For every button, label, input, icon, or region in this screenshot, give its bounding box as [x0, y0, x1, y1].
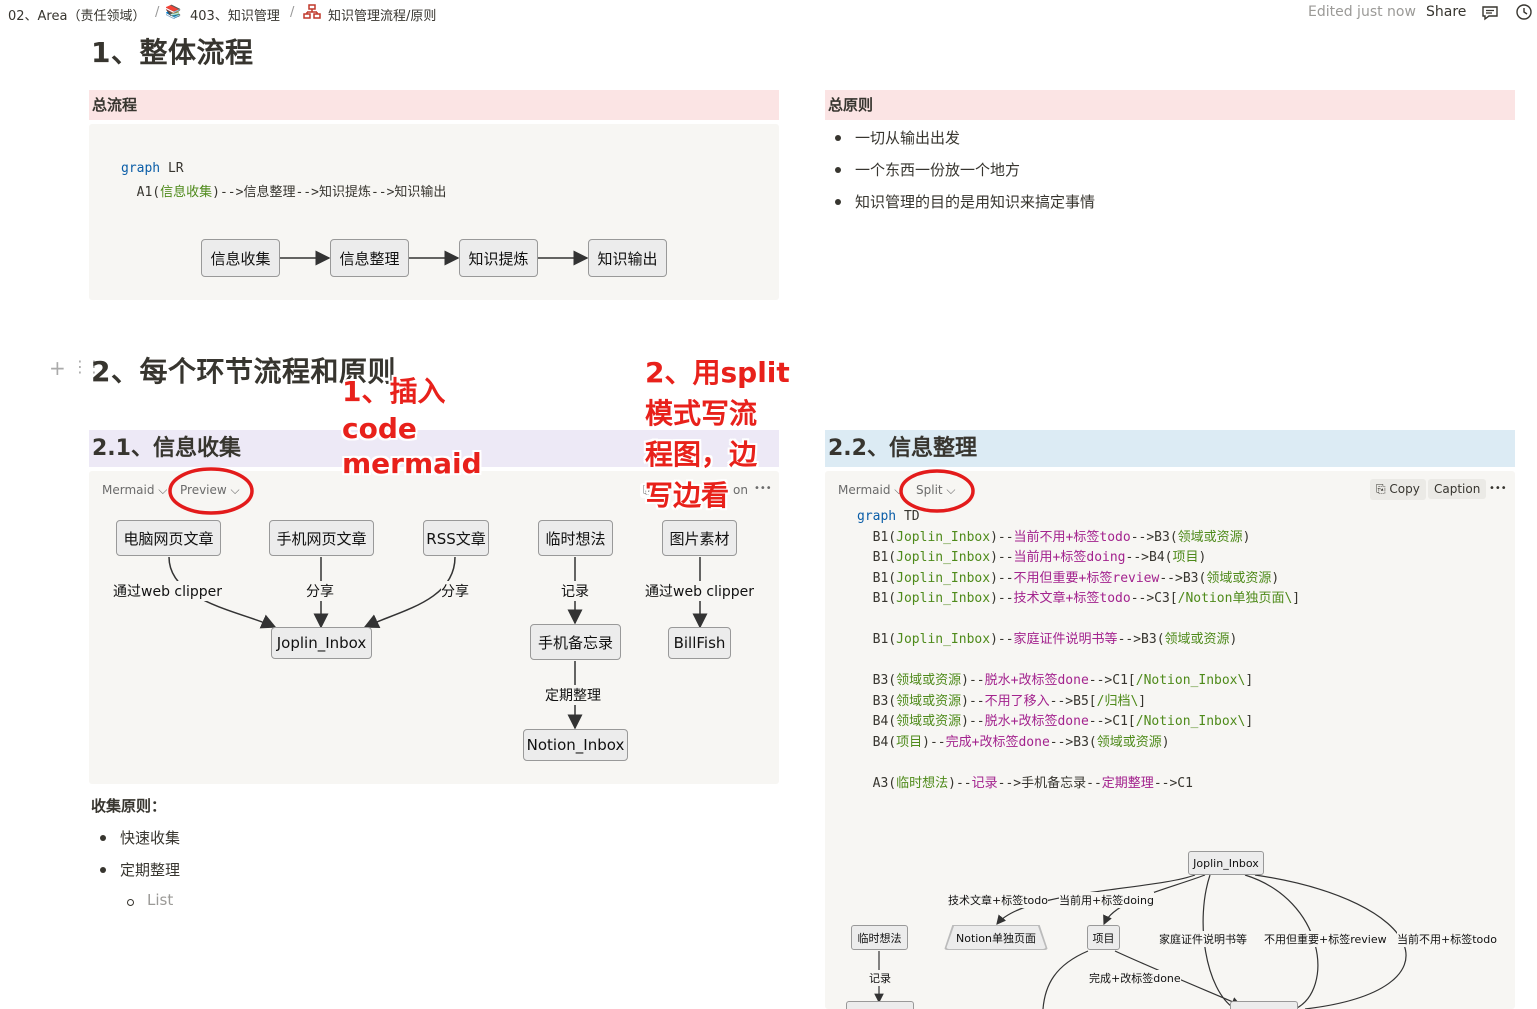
add-block-icon[interactable]: + [49, 356, 66, 380]
clock-icon[interactable] [1515, 3, 1533, 21]
preview-edge-label: 记录 [869, 970, 891, 986]
code-line[interactable]: B1(Joplin_Inbox)--当前用+标签doing-->B4(项目) [857, 550, 1207, 565]
flow-node-refine: 知识提炼 [459, 239, 538, 277]
preview-edge-label: 当前不用+标签todo [1397, 931, 1497, 947]
edge-label-share: 分享 [441, 581, 469, 601]
preview-edge-label: 不用但重要+标签review [1264, 931, 1387, 947]
language-select[interactable]: Mermaid ⌵ [102, 483, 168, 497]
overall-code-line1[interactable]: graph LR [121, 161, 184, 176]
flow-node-output: 知识输出 [588, 239, 667, 277]
code-line[interactable]: B3(领域或资源)--脱水+改标签done-->C1[/Notion_Inbox… [857, 673, 1254, 688]
code-line[interactable]: A3(临时想法)--记录-->手机备忘录--定期整理-->C1 [857, 775, 1193, 791]
collect-node-billfish: BillFish [668, 627, 731, 659]
heading-each-step: 2、每个环节流程和原则 [91, 355, 396, 388]
caption-button[interactable]: Caption [1428, 479, 1487, 499]
preview-edge-label: 完成+改标签done [1089, 970, 1181, 986]
principle-item: 一切从输出出发 [834, 129, 961, 147]
edge-label-webclipper: 通过web clipper [113, 581, 223, 601]
principle-item: 知识管理的目的是用知识来搞定事情 [834, 193, 1096, 211]
flow-node-collect: 信息收集 [201, 239, 280, 277]
collect-node-memo: 手机备忘录 [530, 624, 621, 660]
edge-label-webclipper: 通过web clipper [645, 581, 755, 601]
collect-heading: 2.1、信息收集 [89, 430, 779, 467]
preview-node-project: 项目 [1087, 925, 1120, 950]
breadcrumb-kb[interactable]: 403、知识管理 [190, 9, 280, 24]
mode-select[interactable]: Split ⌵ [916, 483, 956, 497]
organize-code-editor[interactable]: graph TD B1(Joplin_Inbox)--当前不用+标签todo--… [857, 507, 1300, 794]
collect-node-mobile-article: 手机网页文章 [269, 520, 374, 556]
overall-flow-arrows [280, 250, 589, 266]
list-placeholder[interactable]: List [126, 891, 174, 909]
edge-label-share: 分享 [306, 581, 334, 601]
code-line[interactable]: B1(Joplin_Inbox)--家庭证件说明书等-->B3(领域或资源) [857, 632, 1238, 647]
annotation-split-mode: 2、用split 模式写流 程图，边 写边看 [645, 356, 790, 512]
preview-node-joplin: Joplin_Inbox [1188, 851, 1264, 875]
preview-node-notion-page: Notion单独页面 [946, 926, 1046, 949]
caption-button-partial[interactable]: on [733, 483, 748, 497]
principles-heading: 总原则 [825, 90, 1515, 120]
collect-node-pc-article: 电脑网页文章 [116, 520, 221, 556]
copy-icon[interactable]: ⎘ [640, 483, 656, 498]
code-line[interactable]: B1(Joplin_Inbox)--不用但重要+标签review-->B3(领域… [857, 570, 1280, 586]
breadcrumb-area[interactable]: 02、Area（责任领域） [8, 9, 146, 24]
preview-node-idea: 临时想法 [851, 925, 908, 950]
share-button[interactable]: Share [1426, 4, 1467, 20]
preview-node-partial [1230, 1001, 1298, 1009]
topbar: 02、Area（责任领域） / 📚 403、知识管理 / 知识管理流程/原则 E… [0, 0, 1537, 26]
comment-icon[interactable] [1481, 4, 1499, 22]
code-line[interactable]: B4(项目)--完成+改标签done-->B3(领域或资源) [857, 734, 1170, 750]
collect-node-image: 图片素材 [662, 520, 737, 556]
more-options-icon[interactable]: ••• [754, 483, 772, 494]
breadcrumb-page[interactable]: 知识管理流程/原则 [328, 9, 437, 24]
code-line[interactable]: B4(领域或资源)--脱水+改标签done-->C1[/Notion_Inbox… [857, 714, 1254, 729]
copy-button[interactable]: ⎘ Copy [1370, 479, 1426, 500]
code-line[interactable]: B1(Joplin_Inbox)--当前不用+标签todo-->B3(领域或资源… [857, 529, 1251, 545]
preview-node-partial [846, 1001, 914, 1009]
collect-node-joplin: Joplin_Inbox [271, 627, 372, 659]
breadcrumb-separator: / [290, 5, 295, 20]
code-line[interactable] [857, 753, 1300, 774]
drag-handle-icon[interactable]: ⋮⋮ [72, 357, 102, 376]
collect-rule-item: 快速收集 [99, 829, 181, 847]
flow-node-organize: 信息整理 [330, 239, 409, 277]
code-line[interactable]: B1(Joplin_Inbox)--技术文章+标签todo-->C3[/Noti… [857, 591, 1301, 606]
code-line[interactable] [857, 610, 1300, 631]
sitemap-icon [303, 4, 321, 19]
principle-item: 一个东西一份放一个地方 [834, 161, 1021, 179]
breadcrumb-separator: / [155, 5, 160, 20]
collect-node-rss: RSS文章 [423, 520, 489, 556]
edge-label-record: 记录 [561, 581, 589, 601]
heading-overall: 1、整体流程 [91, 36, 254, 69]
code-line[interactable]: graph TD [857, 509, 920, 524]
code-line[interactable] [857, 651, 1300, 672]
language-select[interactable]: Mermaid ⌵ [838, 483, 904, 497]
preview-edge-label: 家庭证件说明书等 [1159, 931, 1247, 947]
edge-label-regular: 定期整理 [545, 685, 601, 705]
organize-code-block[interactable] [825, 471, 1515, 1009]
organize-heading: 2.2、信息整理 [825, 430, 1515, 467]
collect-rule-item: 定期整理 [99, 861, 181, 879]
collect-node-idea: 临时想法 [538, 520, 613, 556]
books-icon: 📚 [165, 5, 182, 20]
annotation-insert-mermaid: 1、插入 code mermaid [342, 375, 482, 480]
collect-rules-title: 收集原则： [91, 797, 167, 815]
more-options-icon[interactable]: ••• [1489, 483, 1507, 494]
code-line[interactable]: B3(领域或资源)--不用了移入-->B5[/归档\] [857, 693, 1147, 709]
preview-edge-label: 当前用+标签doing [1059, 892, 1154, 908]
overall-code-line2[interactable]: A1(信息收集)-->信息整理-->知识提炼-->知识输出 [121, 185, 447, 200]
collect-node-notion: Notion_Inbox [523, 729, 628, 761]
preview-edge-label: 技术文章+标签todo [948, 892, 1048, 908]
overall-flow-heading: 总流程 [89, 90, 779, 120]
edited-status: Edited just now [1308, 4, 1416, 20]
